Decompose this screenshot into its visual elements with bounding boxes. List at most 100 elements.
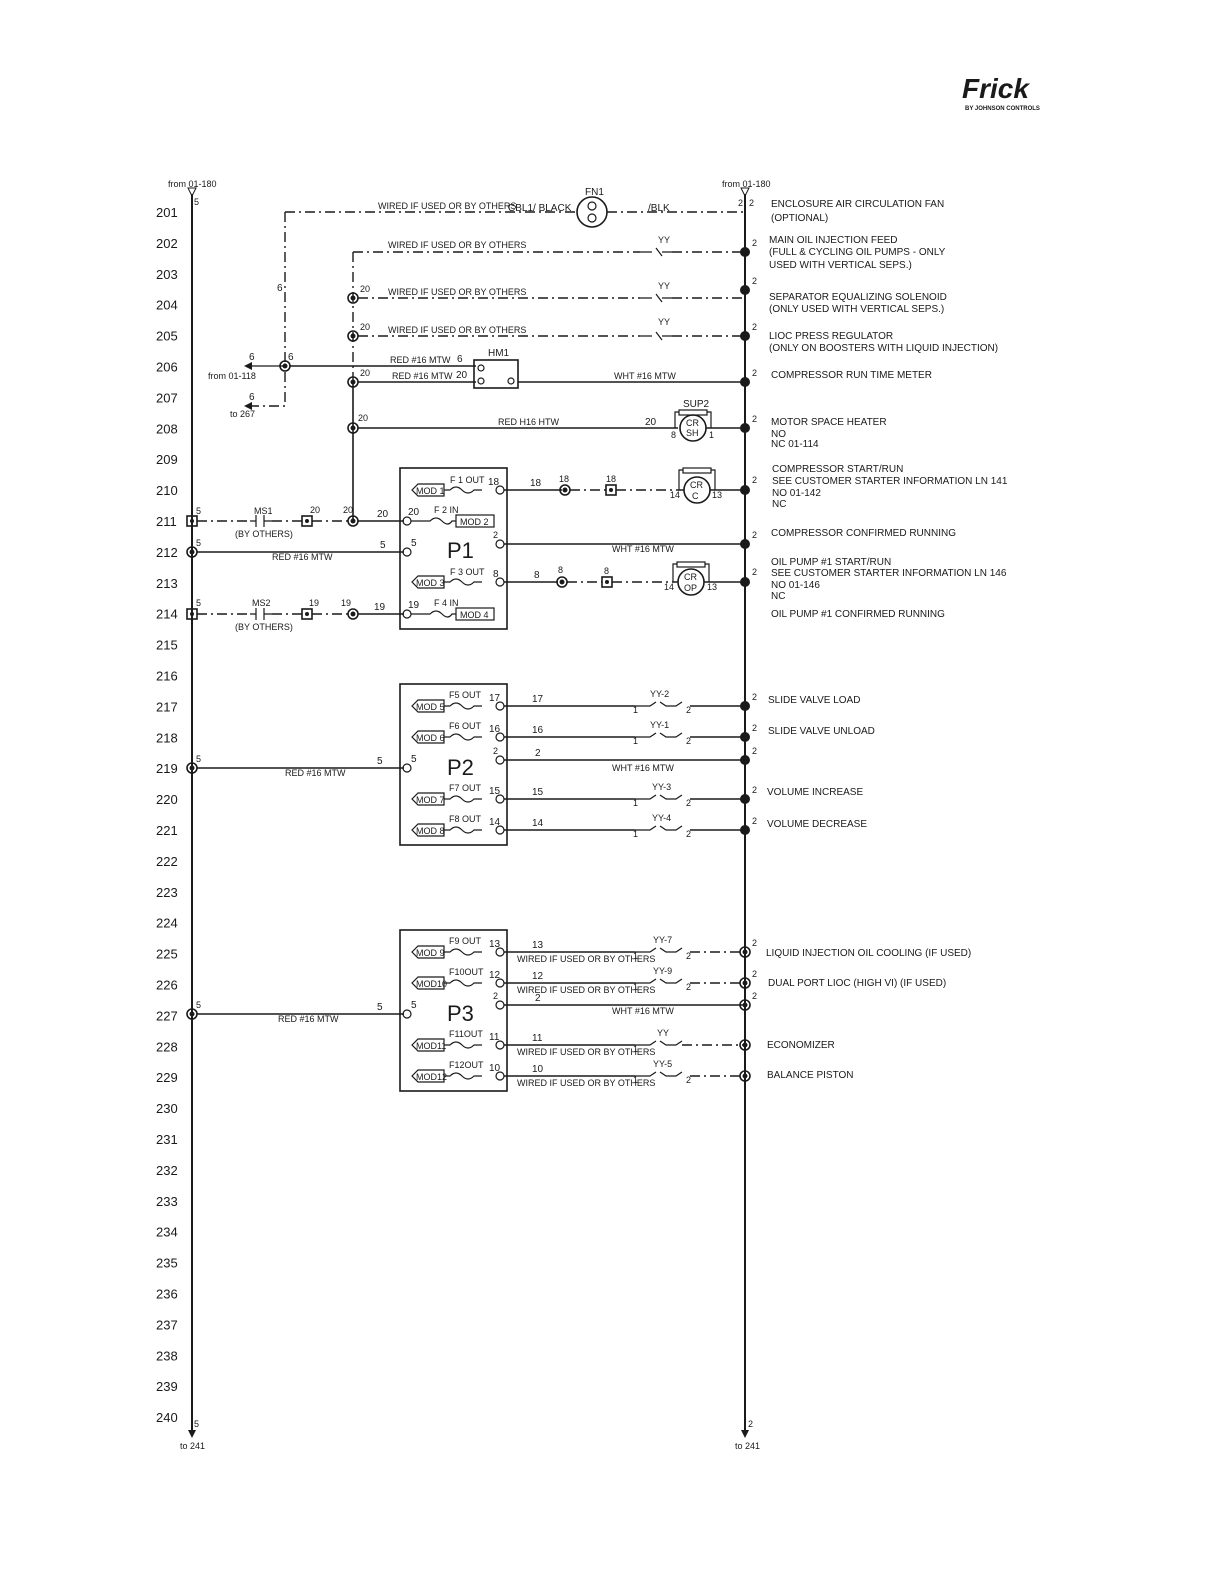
- svg-text:20: 20: [408, 507, 420, 518]
- row-number: 223: [156, 885, 178, 900]
- svg-text:2: 2: [686, 736, 691, 746]
- svg-text:2: 2: [493, 991, 498, 1001]
- p3-module: P3 MOD 9 F9 OUT 13 13 WIRED IF USED OR B…: [186, 929, 971, 1092]
- svg-text:6: 6: [277, 283, 283, 294]
- svg-text:P1: P1: [447, 538, 474, 563]
- svg-text:F12OUT: F12OUT: [449, 1060, 484, 1070]
- svg-text:NO 01-142: NO 01-142: [772, 488, 821, 499]
- svg-text:2: 2: [738, 198, 743, 208]
- svg-text:1: 1: [633, 829, 638, 839]
- row-number: 218: [156, 730, 178, 745]
- svg-text:MOD 7: MOD 7: [416, 795, 445, 805]
- svg-text:MOTOR SPACE HEATER: MOTOR SPACE HEATER: [771, 417, 887, 428]
- row-number: 222: [156, 854, 178, 869]
- svg-text:18: 18: [606, 474, 616, 484]
- svg-text:2: 2: [752, 414, 757, 424]
- svg-text:WHT #16 MTW: WHT #16 MTW: [612, 544, 674, 554]
- svg-text:SEPARATOR EQUALIZING SOLENOID: SEPARATOR EQUALIZING SOLENOID: [769, 292, 947, 303]
- svg-text:MOD10: MOD10: [416, 979, 447, 989]
- svg-text:MOD 6: MOD 6: [416, 733, 445, 743]
- right-rail: from 01-180 2 to 241: [722, 179, 771, 1451]
- svg-text:YY-7: YY-7: [653, 935, 672, 945]
- svg-text:WIRED IF USED OR BY OTHERS: WIRED IF USED OR BY OTHERS: [378, 201, 516, 211]
- svg-text:19: 19: [309, 598, 319, 608]
- p1-module: P1 MOD 1 F 1 OUT 18 18 18 18 CR C 14 13 …: [186, 464, 1008, 632]
- row-number: 221: [156, 823, 178, 838]
- svg-text:from 01-118: from 01-118: [208, 371, 256, 381]
- svg-text:SLIDE VALVE UNLOAD: SLIDE VALVE UNLOAD: [768, 726, 875, 737]
- svg-text:SH: SH: [686, 428, 699, 438]
- svg-text:5: 5: [196, 754, 201, 764]
- svg-text:2: 2: [686, 951, 691, 961]
- svg-text:20: 20: [645, 417, 657, 428]
- svg-text:2: 2: [752, 723, 757, 733]
- row-number: 213: [156, 576, 178, 591]
- svg-text:2: 2: [686, 1075, 691, 1085]
- svg-text:NC: NC: [772, 499, 786, 510]
- svg-text:USED WITH VERTICAL SEPS.): USED WITH VERTICAL SEPS.): [769, 260, 912, 271]
- svg-text:8: 8: [604, 566, 609, 576]
- svg-text:2: 2: [748, 1419, 753, 1429]
- svg-text:SUP2: SUP2: [683, 399, 710, 410]
- hour-meter: [473, 359, 519, 389]
- svg-text:5: 5: [196, 506, 201, 516]
- row-number: 220: [156, 792, 178, 807]
- svg-text:8: 8: [671, 430, 676, 440]
- svg-text:CR: CR: [690, 480, 703, 490]
- row-numbers: 2012022032042052062072082092102112122132…: [156, 205, 178, 1425]
- svg-text:CBL1/ BLACK: CBL1/ BLACK: [508, 203, 572, 214]
- svg-text:MS1: MS1: [254, 506, 273, 516]
- svg-text:(BY OTHERS): (BY OTHERS): [235, 529, 293, 539]
- svg-text:F5 OUT: F5 OUT: [449, 690, 482, 700]
- svg-text:12: 12: [532, 971, 544, 982]
- svg-text:LIQUID INJECTION OIL COOLING (: LIQUID INJECTION OIL COOLING (IF USED): [766, 948, 971, 959]
- svg-text:F 4 IN: F 4 IN: [434, 598, 459, 608]
- svg-text:2: 2: [686, 798, 691, 808]
- svg-text:COMPRESSOR START/RUN: COMPRESSOR START/RUN: [772, 464, 903, 475]
- svg-text:1: 1: [633, 798, 638, 808]
- svg-text:2: 2: [752, 692, 757, 702]
- svg-text:13: 13: [532, 940, 544, 951]
- svg-text:17: 17: [532, 694, 544, 705]
- svg-text:(OPTIONAL): (OPTIONAL): [771, 213, 828, 224]
- svg-text:MOD11: MOD11: [416, 1041, 446, 1051]
- svg-text:6: 6: [249, 352, 255, 363]
- svg-text:YY-9: YY-9: [653, 966, 672, 976]
- svg-text:WIRED IF USED OR BY OTHERS: WIRED IF USED OR BY OTHERS: [388, 325, 526, 335]
- svg-text:18: 18: [559, 474, 569, 484]
- svg-text:2: 2: [493, 530, 498, 540]
- svg-text:5: 5: [377, 1002, 383, 1013]
- svg-text:5: 5: [196, 598, 201, 608]
- svg-text:13: 13: [712, 490, 722, 500]
- svg-text:COMPRESSOR RUN TIME METER: COMPRESSOR RUN TIME METER: [771, 370, 932, 381]
- svg-text:CR: CR: [686, 418, 699, 428]
- svg-text:2: 2: [752, 567, 757, 577]
- row-number: 234: [156, 1225, 178, 1240]
- row-number: 219: [156, 761, 178, 776]
- rung-208-heater: 20 RED H16 HTW 20 CR SH SUP2 8 1 2 MOTOR…: [347, 382, 887, 450]
- rung-202-205: WIRED IF USED OR BY OTHERS YY 2 MAIN OIL…: [277, 235, 998, 382]
- svg-text:16: 16: [489, 724, 501, 735]
- svg-text:RED H16 HTW: RED H16 HTW: [498, 417, 560, 427]
- svg-text:2: 2: [493, 746, 498, 756]
- svg-text:F8 OUT: F8 OUT: [449, 814, 482, 824]
- svg-text:19: 19: [341, 598, 351, 608]
- svg-text:19: 19: [374, 602, 386, 613]
- svg-text:RED #16 MTW: RED #16 MTW: [285, 768, 346, 778]
- svg-text:COMPRESSOR CONFIRMED RUNNING: COMPRESSOR CONFIRMED RUNNING: [771, 528, 956, 539]
- svg-text:20: 20: [358, 413, 368, 423]
- row-number: 226: [156, 978, 178, 993]
- svg-text:BY JOHNSON CONTROLS: BY JOHNSON CONTROLS: [965, 106, 1040, 112]
- svg-text:MAIN OIL INJECTION FEED: MAIN OIL INJECTION FEED: [769, 235, 898, 246]
- svg-text:14: 14: [670, 490, 680, 500]
- svg-text:MOD 8: MOD 8: [416, 826, 445, 836]
- svg-text:5: 5: [194, 197, 199, 207]
- rung-206-hm1: 6 from 01-118 6 RED #16 MTW 6 HM1 20 RED…: [208, 348, 932, 389]
- svg-text:5: 5: [380, 540, 386, 551]
- svg-text:VOLUME DECREASE: VOLUME DECREASE: [767, 819, 867, 830]
- row-number: 229: [156, 1070, 178, 1085]
- svg-text:to 267: to 267: [230, 409, 255, 419]
- svg-text:MS2: MS2: [252, 598, 271, 608]
- row-number: 214: [156, 607, 178, 622]
- svg-text:YY: YY: [658, 317, 670, 327]
